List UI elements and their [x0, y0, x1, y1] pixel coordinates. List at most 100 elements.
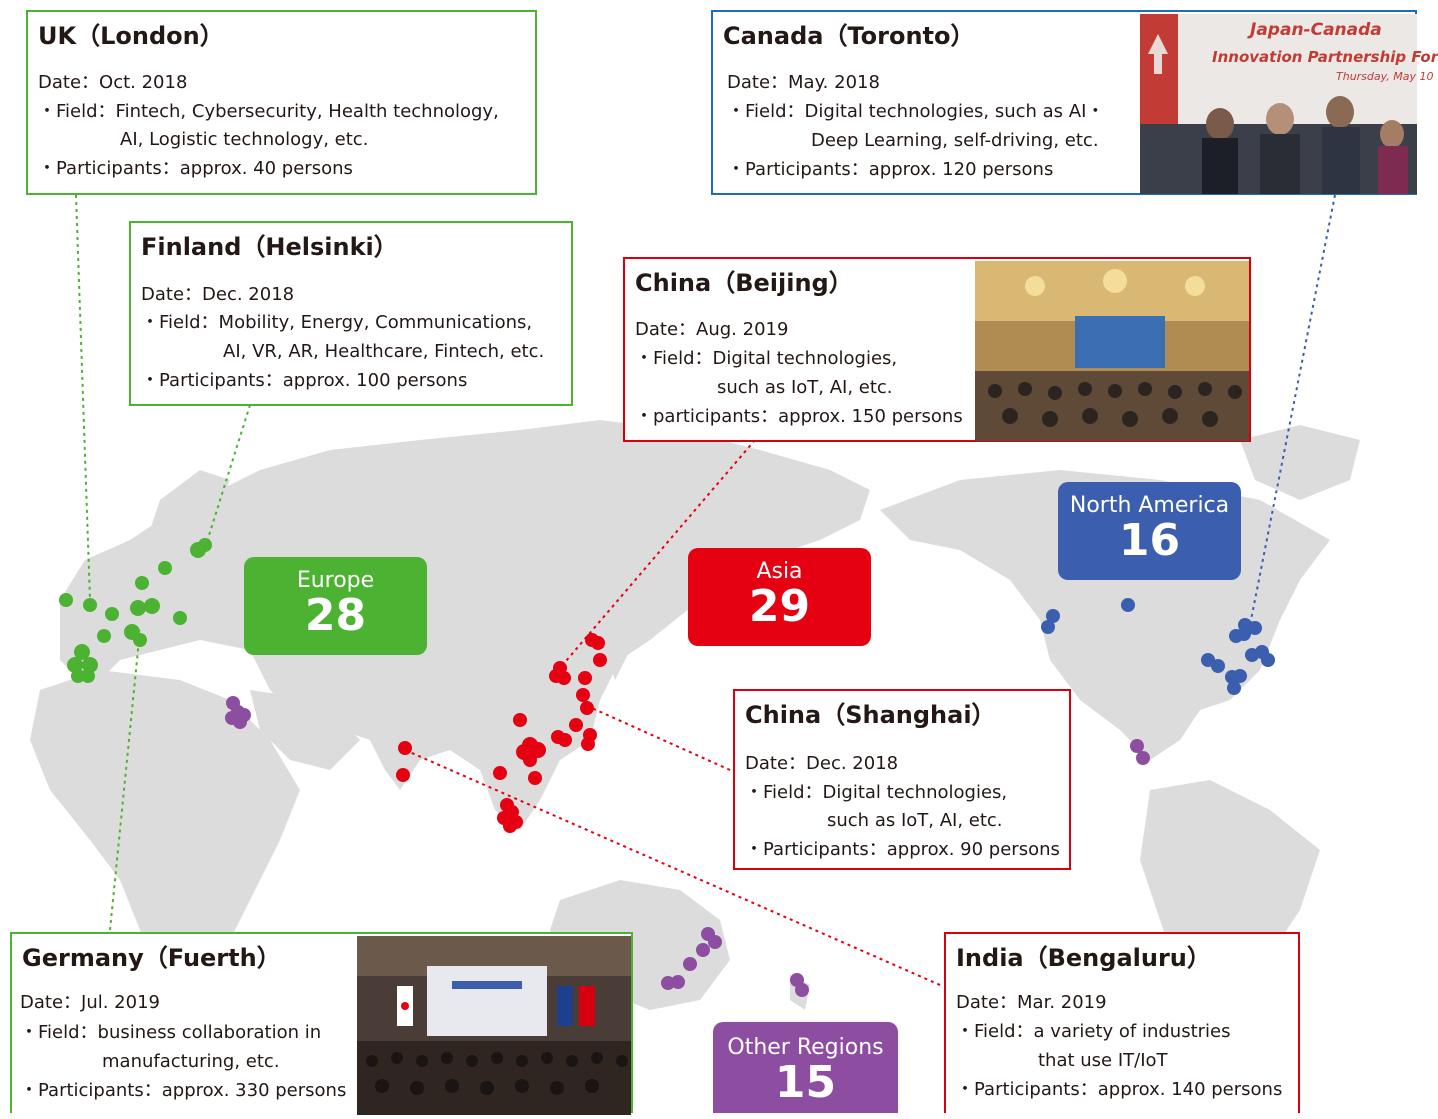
photo-banner-line-2: Innovation Partnership For: [1212, 48, 1438, 66]
event-date: Date：May. 2018: [727, 72, 880, 93]
photo-banner-line-1: Japan-Canada: [1250, 20, 1382, 40]
uk-connector: [75, 194, 91, 601]
map-marker: [576, 688, 590, 702]
event-field-continued: Deep Learning, self-driving, etc.: [811, 130, 1099, 151]
event-title: China（Beijing）: [635, 269, 853, 297]
map-marker: [593, 653, 607, 667]
map-marker: [1261, 653, 1275, 667]
event-field-continued: such as IoT, AI, etc.: [717, 377, 893, 398]
asia-count: 29: [748, 581, 811, 632]
event-participants: ・Participants：approx. 330 persons: [20, 1080, 347, 1101]
beijing-connector: [559, 439, 756, 669]
map-marker: [795, 983, 809, 997]
event-field-continued: that use IT/IoT: [1038, 1050, 1168, 1071]
event-date: Date：Aug. 2019: [635, 319, 789, 340]
canada-connector: [1249, 194, 1336, 626]
europe-badge: Europe 28: [244, 557, 427, 655]
other-regions-count: 15: [774, 1057, 837, 1108]
finland-event-box: Finland（Helsinki） Date：Dec. 2018 ・Field：…: [129, 221, 573, 406]
asia-markers: [396, 633, 607, 833]
north-america-markers: [1041, 598, 1275, 695]
event-title: Germany（Fuerth）: [22, 944, 281, 972]
map-marker: [493, 766, 507, 780]
event-title: India（Bengaluru）: [956, 944, 1211, 972]
map-marker: [591, 636, 605, 650]
map-marker: [580, 701, 594, 715]
map-marker: [71, 669, 85, 683]
greenland-land: [1240, 425, 1360, 500]
event-participants: ・Participants：approx. 40 persons: [38, 158, 353, 179]
event-participants: ・Participants：approx. 100 persons: [141, 370, 468, 391]
germany-event-box: Germany（Fuerth） Date：Jul. 2019 ・Field：bu…: [10, 932, 633, 1115]
europe-label: Europe: [296, 568, 375, 593]
event-participants: ・participants：approx. 150 persons: [635, 406, 963, 427]
event-title: UK（London）: [38, 22, 224, 50]
photo-banner-line-3: Thursday, May 10: [1336, 70, 1434, 83]
map-marker: [81, 669, 95, 683]
map-marker: [513, 713, 527, 727]
other-regions-badge: Other Regions 15: [713, 1022, 898, 1113]
connector-lines: [75, 194, 1336, 986]
event-field: ・Field：Mobility, Energy, Communications,: [141, 312, 533, 333]
canada-event-box: Canada（Toronto） Date：May. 2018 ・Field：Di…: [711, 10, 1438, 195]
beijing-event-box: China（Beijing） Date：Aug. 2019 ・Field：Dig…: [623, 257, 1251, 442]
map-marker: [528, 771, 542, 785]
map-marker: [530, 742, 546, 758]
germany-connector: [109, 629, 141, 931]
map-marker: [523, 753, 537, 767]
eurasia-land: [60, 420, 870, 830]
map-marker: [158, 561, 172, 575]
map-marker: [1041, 620, 1055, 634]
map-marker: [569, 718, 583, 732]
map-marker: [396, 768, 410, 782]
event-field: ・Field：business collaboration in: [20, 1022, 322, 1043]
asia-label: Asia: [756, 559, 803, 584]
other-regions-label: Other Regions: [727, 1035, 884, 1060]
map-marker: [59, 593, 73, 607]
map-marker: [144, 598, 160, 614]
event-field-continued: AI, Logistic technology, etc.: [120, 129, 369, 150]
map-marker: [83, 598, 97, 612]
map-marker: [1227, 681, 1241, 695]
event-field-continued: such as IoT, AI, etc.: [827, 810, 1003, 831]
map-marker: [708, 935, 722, 949]
event-field-continued: manufacturing, etc.: [102, 1051, 280, 1072]
scandinavia-land: [140, 470, 230, 560]
map-marker: [398, 741, 412, 755]
arabia-land: [250, 690, 360, 770]
event-title: Canada（Toronto）: [723, 22, 975, 50]
map-marker: [683, 957, 697, 971]
map-marker: [67, 657, 83, 673]
event-date: Date：Jul. 2019: [20, 992, 160, 1013]
europe-markers: [59, 538, 212, 683]
map-marker: [233, 715, 247, 729]
event-title: China（Shanghai）: [745, 701, 996, 729]
event-participants: ・Participants：approx. 120 persons: [727, 159, 1054, 180]
fuerth-event-photo: [357, 936, 631, 1115]
map-marker: [1237, 627, 1251, 641]
event-field: ・Field：Digital technologies, such as AI・: [727, 101, 1105, 122]
event-participants: ・Participants：approx. 90 persons: [745, 839, 1060, 860]
africa-land: [30, 670, 300, 1000]
india-event-box: India（Bengaluru） Date：Mar. 2019 ・Field：a…: [944, 932, 1300, 1113]
event-date: Date：Mar. 2019: [956, 992, 1107, 1013]
event-field: ・Field：Digital technologies,: [635, 348, 898, 369]
other-markers: [225, 696, 1150, 997]
shanghai-event-box: China（Shanghai） Date：Dec. 2018 ・Field：Di…: [733, 689, 1071, 870]
map-marker: [1046, 609, 1060, 623]
japan-land: [600, 620, 630, 680]
north-america-badge: North America 16: [1058, 482, 1241, 580]
map-marker: [135, 576, 149, 590]
map-marker: [133, 633, 147, 647]
north-america-label: North America: [1069, 493, 1230, 518]
map-marker: [503, 819, 517, 833]
event-field-continued: AI, VR, AR, Healthcare, Fintech, etc.: [223, 341, 545, 362]
event-date: Date：Dec. 2018: [745, 753, 899, 774]
event-title: Finland（Helsinki）: [141, 233, 398, 261]
map-marker: [130, 600, 146, 616]
uk-event-box: UK（London） Date：Oct. 2018 ・Field：Fintech…: [26, 10, 537, 195]
map-marker: [82, 657, 98, 673]
north-america-count: 16: [1118, 515, 1181, 566]
event-field: ・Field：Digital technologies,: [745, 782, 1008, 803]
map-marker: [1136, 751, 1150, 765]
